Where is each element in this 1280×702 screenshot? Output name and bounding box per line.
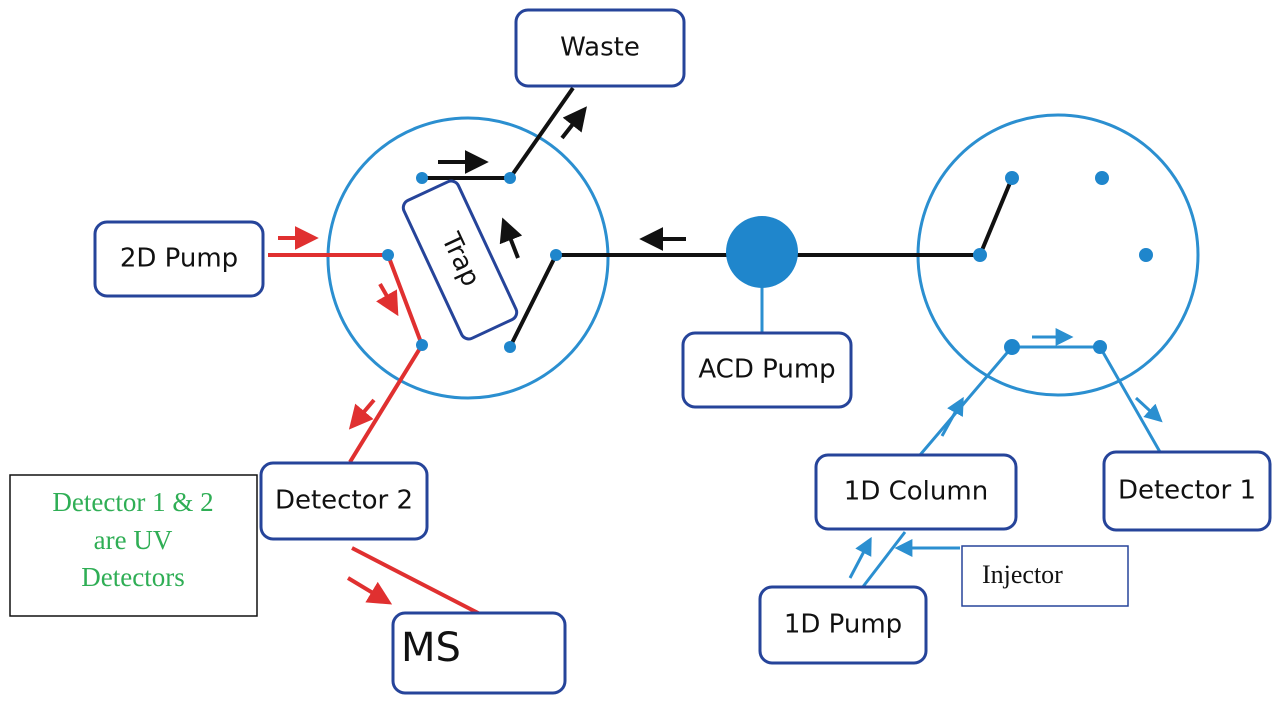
waste-label: Waste bbox=[560, 33, 640, 63]
detector-1-box: Detector 1 bbox=[1102, 450, 1272, 532]
detector-2-label: Detector 2 bbox=[275, 486, 413, 516]
trap-path-line bbox=[508, 254, 558, 348]
trap-box bbox=[401, 179, 519, 341]
pump-2d-label: 2D Pump bbox=[120, 244, 238, 274]
port bbox=[382, 249, 394, 261]
waste-box: Waste bbox=[514, 8, 686, 88]
left-valve bbox=[326, 116, 610, 400]
port bbox=[1093, 340, 1107, 354]
port bbox=[1004, 339, 1020, 355]
pump-1d-box: 1D Pump bbox=[758, 585, 928, 665]
column-1d-box: 1D Column bbox=[814, 453, 1018, 531]
column-to-valve-line bbox=[918, 345, 1162, 456]
note-line: are UV bbox=[94, 525, 173, 555]
ports bbox=[382, 171, 1153, 355]
port bbox=[1139, 248, 1153, 262]
blue-flow-lines bbox=[760, 255, 1162, 589]
blue-arrows bbox=[848, 328, 1163, 579]
red-flow-lines bbox=[268, 253, 481, 616]
note-box: Detector 1 & 2 are UV Detectors bbox=[9, 474, 258, 617]
port bbox=[1095, 171, 1109, 185]
detector-2-box: Detector 2 bbox=[259, 461, 429, 541]
waste-line bbox=[508, 86, 575, 180]
arrow-column-up bbox=[940, 396, 964, 437]
ms-label: MS bbox=[401, 625, 461, 671]
port bbox=[504, 341, 516, 353]
arrow-down-right bbox=[376, 283, 399, 317]
arrow-down-left bbox=[348, 398, 376, 430]
pump2d-to-valve-line bbox=[268, 253, 425, 464]
note-line: Detectors bbox=[81, 562, 184, 592]
injector-box: Injector bbox=[961, 545, 1129, 607]
arrow-to-detector1 bbox=[1134, 396, 1163, 423]
right-valve-internal-line bbox=[978, 177, 1014, 256]
acd-pump-box: ACD Pump bbox=[681, 331, 853, 409]
port bbox=[973, 248, 987, 262]
arrow-pump-up bbox=[848, 536, 872, 579]
port bbox=[416, 172, 428, 184]
pump-2d-box: 2D Pump bbox=[93, 220, 265, 298]
port bbox=[416, 339, 428, 351]
port bbox=[504, 172, 516, 184]
pump-1d-label: 1D Pump bbox=[784, 610, 902, 640]
detector2-to-ms-line bbox=[351, 546, 481, 616]
port bbox=[1005, 171, 1019, 185]
injector-label: Injector bbox=[982, 560, 1063, 589]
port bbox=[550, 249, 562, 261]
arrow-trap-up bbox=[499, 217, 523, 259]
trap: Trap bbox=[401, 179, 519, 341]
arrow-to-ms bbox=[346, 576, 393, 605]
black-arrows bbox=[438, 106, 686, 259]
tee-junction bbox=[726, 216, 798, 288]
acd-pump-label: ACD Pump bbox=[698, 355, 835, 385]
red-arrows bbox=[278, 226, 399, 605]
note-line: Detector 1 & 2 bbox=[52, 487, 213, 517]
column-1d-label: 1D Column bbox=[844, 477, 988, 507]
detector-1-label: Detector 1 bbox=[1118, 476, 1256, 506]
arrow-waste-up bbox=[560, 106, 587, 140]
ms-box: MS bbox=[391, 611, 567, 695]
